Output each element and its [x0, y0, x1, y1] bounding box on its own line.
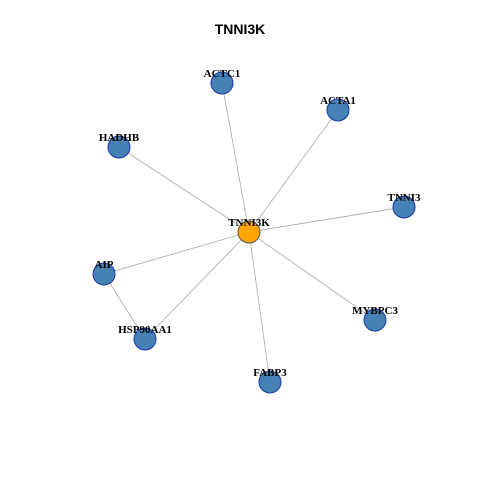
node-acta1 [326, 98, 350, 122]
node-hadhb [107, 135, 131, 159]
edge-tnni3k-mybpc3 [248, 231, 376, 321]
edge-tnni3k-actc1 [221, 82, 250, 233]
node-label-actc1: ACTC1 [204, 68, 241, 80]
node-label-hadhb: HADHB [99, 132, 140, 144]
edge-tnni3k-fabp3 [248, 231, 271, 383]
edge-tnni3k-hsp90aa1 [144, 231, 250, 340]
node-layer [92, 71, 416, 394]
node-fabp3 [258, 370, 282, 394]
figure-title: TNNI3K [214, 21, 266, 37]
node-hsp90aa1 [133, 327, 157, 351]
node-tnni3 [392, 195, 416, 219]
edge-tnni3k-acta1 [248, 109, 339, 233]
edge-tnni3k-tnni3 [248, 206, 405, 233]
edge-tnni3k-hadhb [118, 146, 250, 233]
node-label-hsp90aa1: HSP90AA1 [118, 324, 172, 336]
node-tnni3k [237, 220, 261, 244]
edge-aip-hsp90aa1 [103, 273, 146, 340]
node-label-mybpc3: MYBPC3 [352, 305, 398, 317]
edge-layer [103, 82, 405, 383]
node-label-fabp3: FABP3 [253, 367, 287, 379]
node-label-tnni3k: TNNI3K [228, 217, 270, 229]
node-label-acta1: ACTA1 [320, 95, 356, 107]
edge-tnni3k-aip [103, 231, 250, 275]
node-label-aip: AIP [95, 259, 114, 271]
node-mybpc3 [363, 308, 387, 332]
node-actc1 [210, 71, 234, 95]
node-label-tnni3: TNNI3 [387, 192, 421, 204]
node-aip [92, 262, 116, 286]
